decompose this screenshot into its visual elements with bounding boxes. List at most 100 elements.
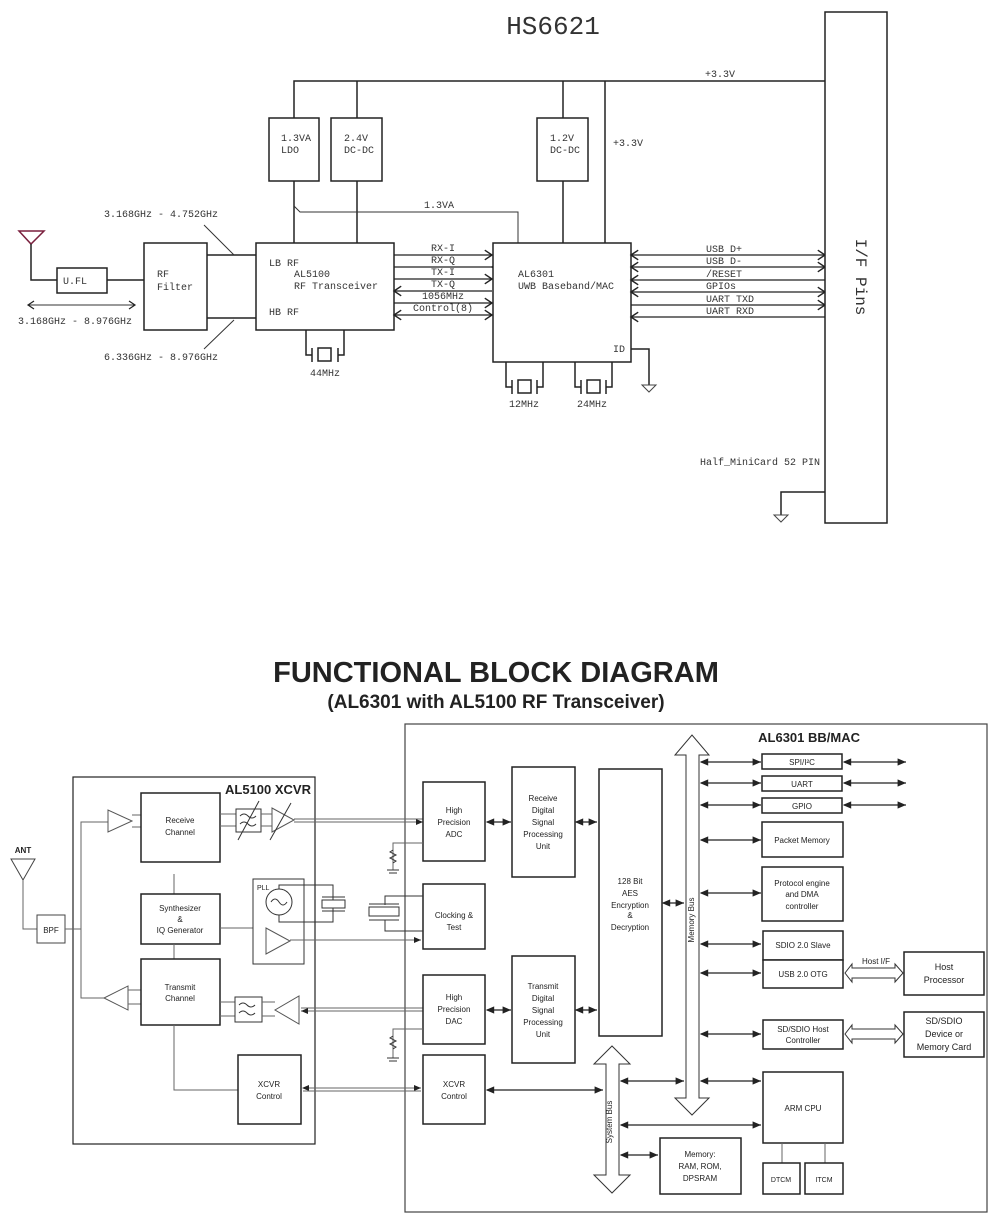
ldo-label-2: LDO — [281, 146, 299, 157]
tx-dsp-label: Unit — [536, 1030, 551, 1039]
rail-label-branch: +3.3V — [613, 139, 643, 150]
adc-bias — [392, 842, 423, 870]
receive-channel-label: Channel — [165, 828, 195, 837]
high-band-label: 6.336GHz - 8.976GHz — [104, 353, 218, 364]
xtal24-lead-r — [606, 362, 613, 388]
dcdc24-label-1: 2.4V — [344, 134, 368, 145]
adc-label: ADC — [446, 830, 463, 839]
bpf-block — [36, 914, 66, 944]
xtal12-body — [517, 379, 532, 394]
dcdc-2v4-block — [330, 117, 383, 182]
xcvr-port-lb: LB RF — [269, 259, 299, 270]
host-signal-label: UART RXD — [706, 307, 754, 318]
antenna-to-bpf — [22, 880, 37, 930]
oscillator-wave — [270, 898, 288, 906]
clk-xtal-top — [384, 895, 423, 905]
crystal-44mhz-icon — [317, 347, 332, 362]
packet-memory-block — [761, 821, 844, 858]
id-to-ground — [631, 348, 650, 385]
dcdc24-label-2: DC-DC — [344, 146, 374, 157]
ground-icon — [640, 384, 658, 393]
crystal-icon — [368, 906, 400, 917]
hs6621-schematic: HS6621 +3.3V +3.3V 1.3VA LDO 2.4V DC-DC … — [17, 11, 888, 524]
synth-label: Synthesizer — [159, 904, 201, 913]
xcvr-control-label: Control — [256, 1092, 282, 1101]
interface-pins-label: I/F Pins — [851, 239, 869, 316]
clocking-label: Test — [447, 923, 462, 932]
itcm-label: ITCM — [815, 1177, 832, 1184]
crystal-icon — [321, 899, 346, 909]
rf-signal-label: TX-Q — [431, 280, 455, 291]
al6301-bbmac-container — [404, 723, 988, 1213]
baseband-desc: UWB Baseband/MAC — [518, 281, 614, 293]
transmit-channel-label: Transmit — [165, 983, 197, 992]
memory-label: RAM, ROM, — [678, 1162, 721, 1171]
itcm-block — [804, 1162, 844, 1195]
lb-leader — [203, 224, 235, 256]
tx-driver-icon — [274, 995, 300, 1025]
low-band-label: 3.168GHz - 4.752GHz — [104, 210, 218, 221]
ufl-connector — [56, 267, 108, 294]
rf-filter-label-2: Filter — [157, 282, 193, 294]
xcvr-port-hb: HB RF — [269, 308, 299, 319]
aes-block — [598, 768, 663, 1037]
rx-dsp-label: Receive — [529, 794, 558, 803]
clocking-label: Clocking & — [435, 911, 474, 920]
spi-i2c-block — [761, 753, 843, 770]
crystal-12mhz-label: 12MHz — [509, 400, 539, 411]
crystal-12mhz-icon — [505, 362, 544, 394]
receive-channel-label: Receive — [166, 816, 195, 825]
clock-buffer-icon — [265, 927, 292, 955]
lna-icon — [107, 809, 134, 833]
arm-cpu-label: ARM CPU — [785, 1104, 822, 1113]
protocol-label: and DMA — [785, 890, 819, 899]
tx-dsp-block — [511, 955, 576, 1064]
synthesizer-block — [140, 893, 221, 945]
xcvr-control-block — [237, 1054, 302, 1125]
dcdc12-label-2: DC-DC — [550, 146, 580, 157]
interface-pins-connector — [824, 11, 888, 524]
connector-to-ground — [780, 491, 825, 515]
receive-channel-block — [140, 792, 221, 863]
aes-label: & — [627, 911, 633, 920]
baseband-name: AL6301 — [518, 270, 554, 281]
crystal-24mhz-icon — [574, 362, 613, 394]
gpio-block — [761, 797, 843, 814]
host-signal-label: USB D- — [706, 257, 742, 268]
packet-memory-label: Packet Memory — [774, 836, 830, 845]
antenna-feed — [30, 244, 57, 281]
host-processor-label: Processor — [924, 975, 965, 985]
sd-device-block — [903, 1011, 985, 1058]
xcvr-title: AL5100 XCVR — [225, 782, 312, 797]
clk-xtal-bottom — [384, 920, 423, 932]
host-if-label: Host I/F — [862, 957, 890, 966]
tx-dsp-label: Digital — [532, 994, 554, 1003]
rx-filter-wave — [239, 813, 257, 827]
al5100-transceiver-block — [255, 242, 395, 331]
rx-vga-icon — [271, 807, 296, 833]
uart-label: UART — [791, 780, 813, 789]
fbd-subtitle: (AL6301 with AL5100 RF Transceiver) — [327, 692, 664, 713]
arm-cpu-block — [762, 1071, 844, 1144]
host-signal-label: GPIOs — [706, 282, 736, 293]
connector-note: Half_MiniCard 52 PIN — [700, 457, 820, 469]
bbmac-title: AL6301 BB/MAC — [758, 730, 860, 745]
dac-label: DAC — [446, 1017, 463, 1026]
xcvr-name: AL5100 — [294, 270, 330, 281]
bb-xcvr-control-block — [422, 1054, 486, 1125]
host-signal-bus: USB D+ USB D- /RESET GPIOs UART TXD UART… — [629, 245, 827, 323]
xtal12-lead-r — [537, 362, 544, 388]
xcvr-desc: RF Transceiver — [294, 281, 378, 293]
host-processor-block — [903, 951, 985, 996]
sd-host-label: SD/SDIO Host — [777, 1025, 829, 1034]
sdio-slave-label: SDIO 2.0 Slave — [775, 941, 831, 950]
dac-bias — [392, 1028, 423, 1058]
rf-split — [80, 821, 108, 999]
antenna-icon — [10, 858, 36, 882]
transmit-channel-label: Channel — [165, 994, 195, 1003]
bb-xcvr-control-label: Control — [441, 1092, 467, 1101]
aes-label: Encryption — [611, 901, 649, 910]
al5100-xcvr-container — [72, 776, 316, 1145]
sd-host-controller-block — [762, 1019, 844, 1050]
rx-dsp-block — [511, 766, 576, 878]
